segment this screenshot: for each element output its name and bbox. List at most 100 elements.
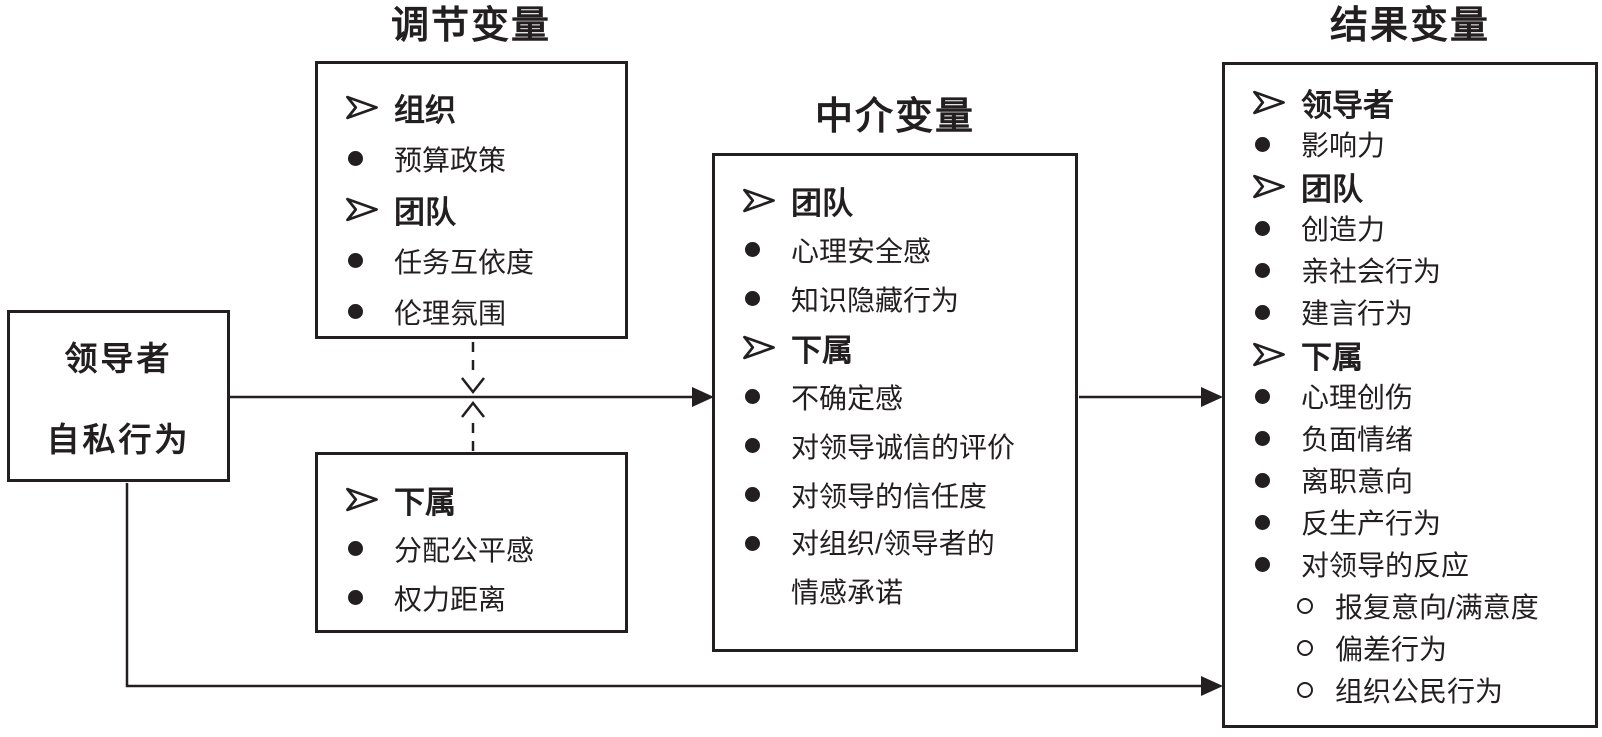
item-label: 偏差行为 (1335, 634, 1448, 665)
arrowhead-icon (344, 196, 394, 223)
list-item: 组织 (318, 82, 625, 133)
arrowhead-icon (1251, 341, 1301, 368)
list-item: 亲社会行为 (1225, 249, 1595, 291)
dot-icon (344, 541, 394, 556)
item-label: 反生产行为 (1301, 508, 1442, 539)
list-item: 影响力 (1225, 123, 1595, 165)
list-item: 报复意向/满意度 (1225, 585, 1595, 627)
dot-icon (344, 253, 394, 268)
arrowhead-icon (741, 334, 791, 361)
dot-icon (1251, 472, 1301, 488)
list-item: 负面情绪 (1225, 417, 1595, 459)
list-item: 对领导的信任度 (715, 470, 1075, 519)
dot-icon (741, 487, 791, 502)
dot-icon (1251, 262, 1301, 278)
mediator-box: 团队心理安全感知识隐藏行为下属不确定感对领导诚信的评价对领导的信任度对组织/领导… (712, 153, 1078, 652)
list-item: 团队 (1225, 165, 1595, 207)
dot-icon (344, 151, 394, 166)
arrowhead-icon (344, 94, 394, 121)
list-item: 预算政策 (318, 133, 625, 184)
list-item: 领导者 (1225, 81, 1595, 123)
dot-icon (1251, 136, 1301, 152)
item-label: 负面情绪 (1301, 424, 1414, 455)
outcome-box: 领导者影响力团队创造力亲社会行为建言行为下属心理创伤负面情绪离职意向反生产行为对… (1222, 62, 1598, 728)
circle-icon (1295, 640, 1335, 656)
arrowhead-icon (1251, 173, 1301, 200)
arrowhead-icon (741, 187, 791, 214)
list-item: 心理创伤 (1225, 375, 1595, 417)
moderator-title: 调节变量 (390, 5, 551, 47)
list-item: 偏差行为 (1225, 627, 1595, 669)
source-box-line2: 自私行为 (46, 420, 191, 458)
list-item: 下属 (715, 323, 1075, 372)
item-label: 影响力 (1301, 130, 1386, 161)
moderator-top-box: 组织预算政策团队任务互依度伦理氛围 (315, 61, 628, 339)
item-label: 团队 (791, 186, 853, 221)
list-item: 对领导诚信的评价 (715, 421, 1075, 470)
dot-icon (741, 389, 791, 404)
item-label: 下属 (791, 333, 853, 368)
dot-icon (741, 438, 791, 453)
item-label: 对领导的反应 (1301, 550, 1470, 581)
item-label: 下属 (394, 485, 456, 520)
list-item: 下属 (318, 475, 625, 524)
dot-icon (1251, 556, 1301, 572)
dot-icon (1251, 430, 1301, 446)
item-label: 组织 (394, 93, 456, 128)
list-item: 离职意向 (1225, 459, 1595, 501)
item-label: 心理安全感 (791, 235, 932, 267)
list-item: 对领导的反应 (1225, 543, 1595, 585)
list-item: 不确定感 (715, 372, 1075, 421)
open-arrowhead-up (461, 400, 485, 418)
arrowhead-outcome-bottom (1201, 676, 1223, 696)
list-item: 创造力 (1225, 207, 1595, 249)
list-item: 心理安全感 (715, 225, 1075, 274)
moderator-bottom-box: 下属分配公平感权力距离 (315, 452, 628, 633)
item-label: 团队 (394, 195, 456, 230)
item-label: 不确定感 (791, 382, 904, 414)
source-box-line1: 领导者 (64, 339, 173, 377)
list-item: 分配公平感 (318, 524, 625, 573)
circle-icon (1295, 598, 1335, 614)
item-label: 权力距离 (394, 583, 507, 615)
item-label: 团队 (1301, 171, 1363, 207)
item-label: 分配公平感 (394, 534, 535, 566)
dot-icon (1251, 514, 1301, 530)
item-label: 亲社会行为 (1301, 256, 1442, 287)
item-label: 创造力 (1301, 214, 1386, 245)
arrow-source-to-outcome (125, 483, 1205, 688)
item-label: 报复意向/满意度 (1335, 592, 1539, 623)
item-label: 领导者 (1301, 87, 1394, 123)
arrowhead-icon (344, 486, 394, 513)
item-label: 离职意向 (1301, 466, 1414, 497)
item-label: 预算政策 (394, 144, 507, 176)
dot-icon (1251, 220, 1301, 236)
dot-icon (1251, 388, 1301, 404)
item-label: 对组织/领导者的情感承诺 (791, 528, 995, 608)
item-label: 知识隐藏行为 (791, 284, 960, 316)
mediator-title: 中介变量 (814, 96, 975, 138)
list-item: 下属 (1225, 333, 1595, 375)
source-box: 领导者 自私行为 (7, 310, 230, 482)
list-item: 任务互依度 (318, 235, 625, 286)
dot-icon (741, 519, 791, 568)
list-item: 团队 (318, 184, 625, 235)
item-label: 组织公民行为 (1335, 676, 1504, 707)
dot-icon (741, 291, 791, 306)
item-label: 任务互依度 (394, 246, 535, 278)
item-label: 建言行为 (1301, 298, 1414, 329)
open-arrowhead-down (461, 377, 485, 395)
list-item: 组织公民行为 (1225, 669, 1595, 711)
list-item: 对组织/领导者的情感承诺 (715, 519, 1075, 617)
circle-icon (1295, 682, 1335, 698)
list-item: 知识隐藏行为 (715, 274, 1075, 323)
item-label: 下属 (1301, 339, 1363, 375)
arrowhead-mediator (692, 387, 714, 407)
dot-icon (1251, 304, 1301, 320)
arrowhead-outcome-mid (1201, 387, 1223, 407)
item-label: 对领导诚信的评价 (791, 431, 1016, 463)
dot-icon (344, 304, 394, 319)
item-label: 伦理氛围 (394, 297, 507, 329)
